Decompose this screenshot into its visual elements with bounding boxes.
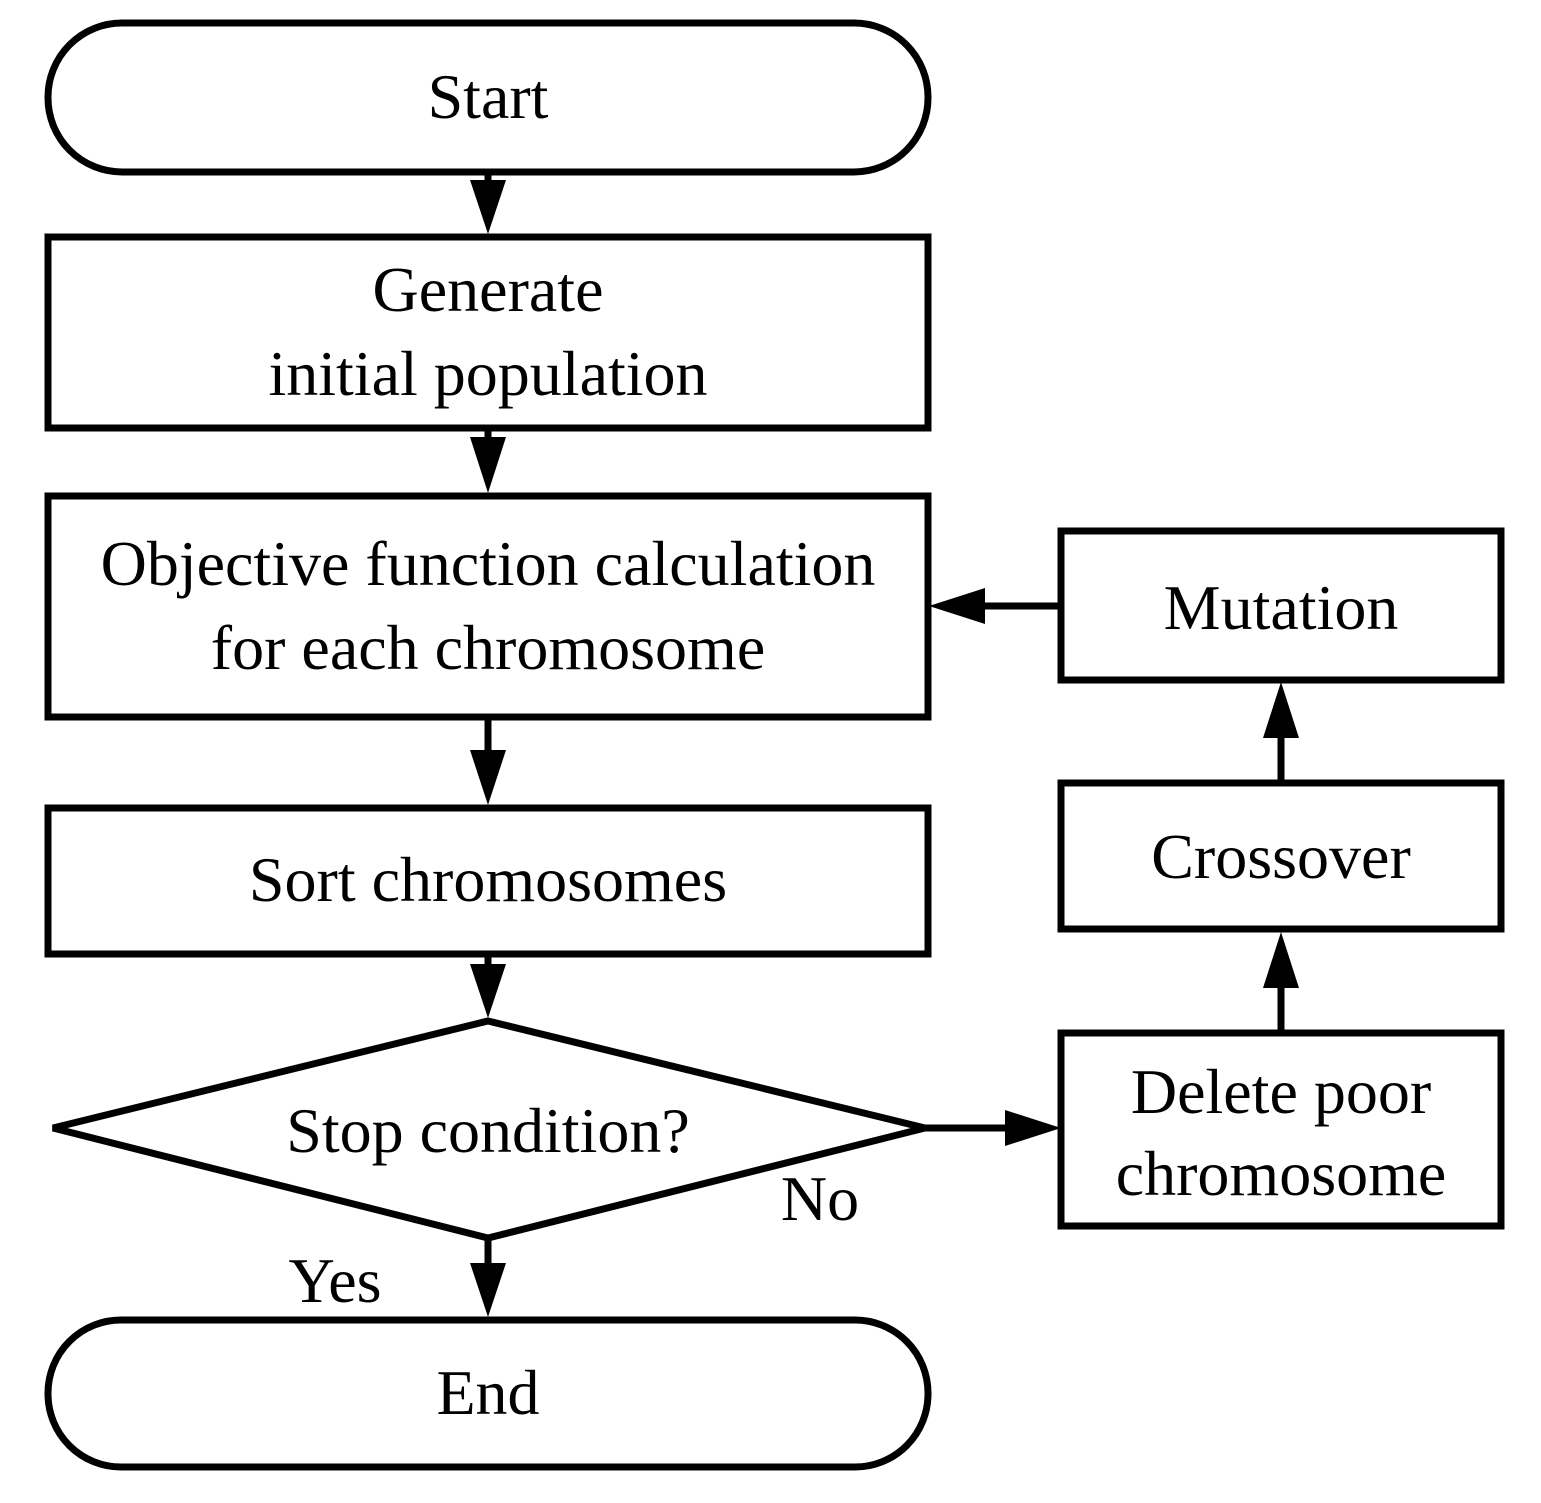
- end-label: End: [436, 1357, 539, 1428]
- start-terminator: Start: [44, 19, 932, 176]
- sort-chromosomes-box: Sort chromosomes: [44, 804, 932, 958]
- objective-label-line1: Objective function calculation: [101, 528, 876, 599]
- generate-population-box: Generate initial population: [44, 233, 932, 432]
- arrow-crossover-to-mutation: [1263, 682, 1299, 783]
- arrow-objective-to-sort: [470, 717, 506, 805]
- yes-edge-label: Yes: [288, 1245, 381, 1316]
- arrow-start-to-generate: [470, 172, 506, 234]
- crossover-label: Crossover: [1151, 821, 1411, 892]
- stop-condition-decision: Stop condition?: [52, 1017, 926, 1242]
- start-label: Start: [428, 61, 549, 132]
- generate-label-line2: initial population: [268, 338, 707, 409]
- no-edge-label: No: [781, 1163, 859, 1234]
- arrow-stop-to-delete: [925, 1110, 1061, 1146]
- delete-label-line2: chromosome: [1116, 1138, 1447, 1209]
- delete-poor-chromosome-box: Delete poor chromosome: [1057, 1029, 1505, 1230]
- arrow-stop-to-end: [470, 1238, 506, 1317]
- arrow-mutation-to-objective: [929, 588, 1061, 624]
- crossover-box: Crossover: [1057, 779, 1505, 933]
- objective-function-box: Objective function calculation for each …: [44, 492, 932, 721]
- end-terminator: End: [44, 1316, 932, 1471]
- objective-label-line2: for each chromosome: [211, 612, 765, 683]
- delete-label-line1: Delete poor: [1131, 1056, 1431, 1127]
- generate-label-line1: Generate: [373, 254, 604, 325]
- mutation-label: Mutation: [1164, 572, 1399, 643]
- arrow-delete-to-crossover: [1263, 932, 1299, 1033]
- mutation-box: Mutation: [1057, 527, 1505, 684]
- arrow-generate-to-objective: [470, 428, 506, 493]
- stop-label: Stop condition?: [286, 1095, 690, 1166]
- sort-label: Sort chromosomes: [249, 844, 727, 915]
- arrow-sort-to-stop: [470, 954, 506, 1018]
